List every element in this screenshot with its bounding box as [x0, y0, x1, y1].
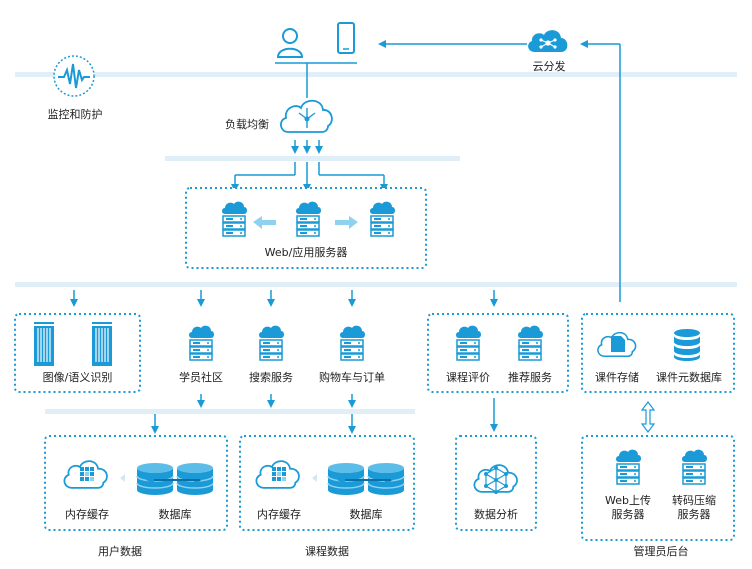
course-data-label: 课程数据 [305, 545, 349, 558]
server-icon [221, 200, 248, 237]
student-community-label: 学员社区 [179, 371, 223, 384]
server-icon [295, 200, 322, 237]
server-icon [455, 324, 482, 361]
separator-line [165, 156, 460, 161]
cloud-file-icon [597, 331, 637, 358]
separator-line [15, 282, 737, 287]
server-rack-icon [34, 322, 54, 366]
transcode-label-1: 转码压缩 [672, 494, 716, 507]
mobile-phone-icon [337, 22, 355, 54]
image-semantic-label: 图像/语义识别 [42, 371, 113, 384]
web-upload-label-1: Web上传 [605, 494, 651, 507]
cloud-distribution-label: 云分发 [532, 60, 566, 73]
separator-line [15, 72, 737, 77]
web-app-servers-label: Web/应用服务器 [264, 246, 348, 259]
course-db-label: 数据库 [349, 508, 383, 521]
cloud-grid-icon [63, 460, 108, 489]
network-icon [473, 464, 518, 494]
admin-backend-box [581, 435, 735, 541]
admin-backend-label: 管理员后台 [633, 545, 689, 558]
data-analysis-label: 数据分析 [474, 508, 518, 521]
server-icon [369, 200, 396, 237]
course-metadata-label: 课件元数据库 [656, 371, 722, 384]
course-cache-label: 内存缓存 [257, 508, 301, 521]
cart-order-label: 购物车与订单 [319, 371, 385, 384]
monitoring-label: 监控和防护 [47, 108, 103, 121]
cloud-grid-icon [255, 460, 300, 489]
server-icon [339, 324, 366, 361]
sync-arrow-icon [253, 216, 358, 229]
server-rack-icon [92, 322, 112, 366]
database-cluster-icon [327, 462, 405, 496]
user-icon [276, 28, 304, 58]
separators [15, 72, 737, 414]
server-icon [681, 448, 708, 485]
pulse-wave-icon [53, 55, 95, 97]
load-balancer-icon [280, 99, 333, 133]
server-icon [258, 324, 285, 361]
course-storage-label: 课件存储 [595, 371, 639, 384]
recommend-service-label: 推荐服务 [508, 371, 552, 384]
course-review-label: 课程评价 [446, 371, 490, 384]
server-icon [188, 324, 215, 361]
user-data-label: 用户数据 [98, 545, 142, 558]
separator-line [45, 409, 415, 414]
load-balancer-label: 负载均衡 [225, 118, 269, 131]
web-upload-label-2: 服务器 [611, 508, 645, 521]
user-db-label: 数据库 [158, 508, 192, 521]
course-data-box [239, 435, 415, 531]
server-icon [615, 448, 642, 485]
user-data-box [44, 435, 228, 531]
bidirectional-arrow-icon [640, 401, 656, 433]
cloud-share-icon [528, 30, 568, 52]
transcode-label-2: 服务器 [677, 508, 711, 521]
user-cache-label: 内存缓存 [65, 508, 109, 521]
search-service-label: 搜索服务 [249, 371, 293, 384]
database-cluster-icon [136, 462, 214, 496]
server-icon [517, 324, 544, 361]
